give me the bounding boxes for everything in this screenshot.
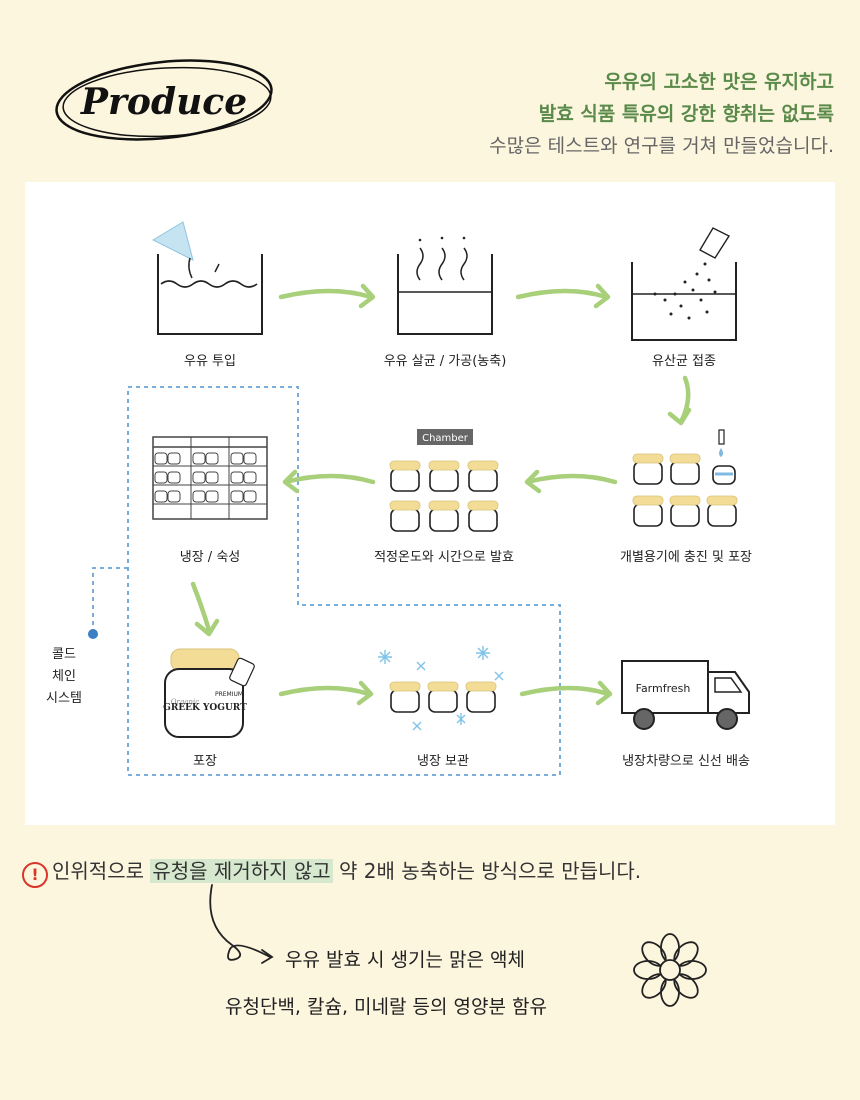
arrow-1 (278, 283, 376, 309)
milk-pour-icon (151, 221, 263, 335)
arrow-6 (190, 581, 220, 637)
cold-chain-line-2: 체인 (52, 669, 76, 684)
step-label-6: 냉장 / 숙성 (179, 550, 241, 565)
flower-icon (633, 933, 707, 1007)
chamber-icon: Chamber (389, 429, 499, 532)
explain-line-2: 유청단백, 칼슘, 미네랄 등의 영양분 함유 (225, 996, 547, 1018)
jar-name-text: GREEK YOGURT (163, 703, 247, 713)
chamber-label: Chamber (422, 433, 469, 444)
step-label-8: 냉장 보관 (417, 754, 469, 769)
sterilize-icon (397, 236, 493, 335)
cold-chain-dot (88, 629, 98, 639)
arrow-3 (667, 375, 692, 426)
cold-chain-line-3: 시스템 (46, 691, 82, 706)
step-label-7: 포장 (193, 754, 217, 769)
process-panel: Chamber PREMIUM Organic GREEK YOGURT (25, 182, 835, 825)
step-label-4: 개별용기에 충진 및 포장 (620, 550, 752, 565)
arrow-2 (515, 283, 611, 309)
cold-chain-label: 콜드 체인 시스템 (34, 644, 94, 710)
inoculate-icon (631, 227, 737, 341)
flow-arrows (190, 283, 692, 706)
step-label-1: 우유 투입 (184, 354, 236, 369)
step-label-3: 유산균 접종 (652, 354, 716, 369)
cold-chain-pointer (92, 567, 128, 632)
whey-note: !인위적으로 유청을 제거하지 않고 약 2배 농축하는 방식으로 만듭니다. (22, 855, 641, 888)
cold-chain-boundary (127, 386, 561, 776)
intro-text: 우유의 고소한 맛은 유지하고 발효 식품 특유의 강한 향취는 없도록 수많은… (489, 66, 834, 162)
shelves-icon (152, 436, 268, 520)
note-pre: 인위적으로 (52, 859, 151, 883)
cold-storage-icon (378, 646, 504, 731)
jar-premium-text: PREMIUM (215, 691, 243, 698)
logo-text: Produce (80, 81, 247, 123)
explain-line-1: 우유 발효 시 생기는 맑은 액체 (285, 949, 525, 971)
truck-label: Farmfresh (636, 682, 691, 695)
step-label-5: 적정온도와 시간으로 발효 (374, 550, 514, 565)
arrow-4 (524, 469, 618, 494)
jar-filling-icon (632, 429, 738, 527)
process-diagram: Chamber PREMIUM Organic GREEK YOGURT (88, 221, 750, 776)
step-label-2: 우유 살균 / 가공(농축) (383, 354, 507, 369)
arrow-5 (282, 469, 376, 494)
note-highlight: 유청을 제거하지 않고 (150, 859, 333, 883)
arrow-7 (278, 680, 374, 706)
intro-line-3: 수많은 테스트와 연구를 거쳐 만들었습니다. (489, 135, 834, 157)
arrow-8 (519, 680, 613, 706)
jar-organic-text: Organic (171, 698, 199, 706)
step-label-9: 냉장차량으로 신선 배송 (622, 754, 750, 769)
intro-line-2: 발효 식품 특유의 강한 향취는 없도록 (538, 103, 834, 125)
intro-line-1: 우유의 고소한 맛은 유지하고 (604, 71, 834, 93)
warning-icon: ! (22, 862, 48, 888)
delivery-truck-icon: Farmfresh (621, 660, 750, 730)
cold-chain-line-1: 콜드 (52, 647, 76, 662)
produce-logo: Produce (55, 59, 273, 141)
note-post: 약 2배 농축하는 방식으로 만듭니다. (332, 859, 642, 883)
shelf-jars (154, 452, 257, 503)
note-curl-arrow (209, 884, 274, 964)
greek-yogurt-jar-icon: PREMIUM Organic GREEK YOGURT (163, 648, 255, 738)
